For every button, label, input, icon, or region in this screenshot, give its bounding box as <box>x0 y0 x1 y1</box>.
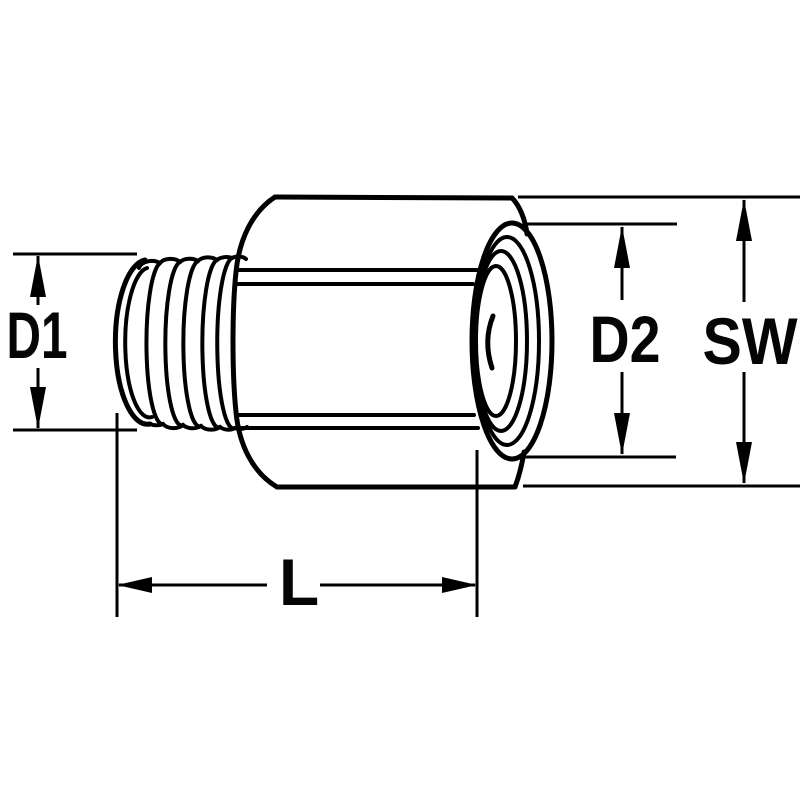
d1-arrow-down-icon <box>30 387 46 429</box>
thread-root-ellipse <box>474 264 518 418</box>
male-thread <box>112 254 249 432</box>
d2-arrow-up-icon <box>614 226 630 268</box>
dimension-sw: SW <box>518 195 800 488</box>
d2-arrow-down-icon <box>614 413 630 455</box>
dimension-label-l: L <box>279 545 319 619</box>
thread-ridge-arc <box>215 256 237 431</box>
thread-bottom-scallops <box>148 421 249 432</box>
dimension-label-d1: D1 <box>7 298 68 372</box>
dimension-label-d2: D2 <box>590 302 661 376</box>
thread-ridge-arc <box>200 258 222 430</box>
end-face-outer-ellipse <box>469 220 555 462</box>
sw-arrow-down-icon <box>736 442 752 484</box>
l-arrow-left-icon <box>117 577 152 593</box>
dimension-l: L <box>115 413 479 619</box>
hex-top-edge <box>272 194 515 201</box>
thread-top-scallops <box>137 254 248 270</box>
sw-arrow-up-icon <box>736 199 752 241</box>
dimension-d2: D2 <box>523 222 677 459</box>
thread-ridge-arc <box>181 259 203 429</box>
thread-ridge-arc <box>163 260 185 428</box>
d1-arrow-up-icon <box>30 255 46 297</box>
bore-far-wall-arc <box>485 313 496 371</box>
thread-silhouette-arc <box>112 257 153 427</box>
hex-left-end-silhouette <box>230 194 280 490</box>
thread-inner-parallel-arc <box>123 266 154 420</box>
thread-ridge-arc <box>144 261 165 427</box>
female-thread-end <box>469 220 555 462</box>
hex-body <box>230 194 530 490</box>
l-arrow-right-icon <box>442 577 477 593</box>
thread-crest-ellipse <box>473 249 529 433</box>
dimension-label-sw: SW <box>703 304 799 378</box>
